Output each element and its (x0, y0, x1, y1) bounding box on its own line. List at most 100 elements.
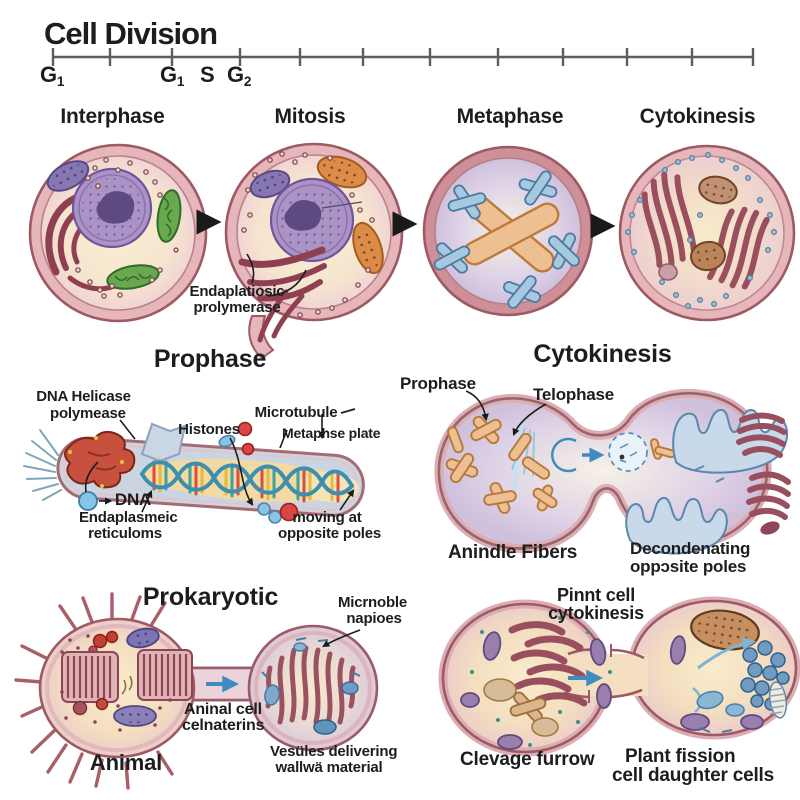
nucleolus (284, 200, 322, 231)
dna-bead (78, 491, 98, 511)
er-crescents-left-lobe (508, 621, 588, 707)
mitochondrion-purple (249, 169, 291, 199)
pointer-metaphase-plate (279, 429, 288, 449)
label-dna: DNA (114, 490, 152, 509)
dna-helix (140, 458, 354, 503)
label-moving-line1: moving at (292, 509, 362, 526)
membrane-comb-left (61, 651, 119, 703)
vesicle-dots-blue (624, 152, 777, 310)
vesicle-beads-bottom (257, 502, 299, 524)
striped-capsule (768, 681, 788, 719)
chromosomes-blue (433, 170, 580, 309)
daughter-cell-body (247, 624, 379, 752)
cell-cycle-timeline (51, 48, 755, 66)
animal-cell-body (38, 617, 196, 759)
label-microtubules-line2: napioes (346, 610, 402, 627)
pointer-bead (84, 461, 99, 493)
timeline-label-s: S (200, 62, 215, 87)
stage-heading-cytokinesis: Cytokinesis (639, 105, 756, 128)
er-squiggles (265, 645, 356, 727)
cytokinesis-dumbbell-illustration (434, 388, 791, 555)
pointer-er (141, 489, 153, 513)
label-plant-fission-line2: cell daughter cells (612, 765, 774, 786)
teal-granules (470, 616, 612, 747)
annotation-pointer-2 (246, 253, 255, 284)
label-animal-cell-line2: celnaterins (182, 717, 265, 734)
nucleoid-top (126, 627, 160, 649)
vesicle-dashed-circle (608, 432, 648, 472)
tan-blob-1 (483, 678, 517, 702)
er-left-group (641, 171, 698, 268)
nucleolus (96, 191, 135, 224)
prophase-dna-illustration (23, 408, 365, 524)
vesicle-brown-mid (690, 240, 726, 272)
organelle-dark (760, 521, 780, 535)
flagella-spikes (14, 592, 174, 790)
timeline-label-g2: G2 (227, 62, 252, 89)
label-vesicles-line1: Vesüles delivering (270, 743, 398, 760)
mitochondrion-green-right (156, 189, 182, 243)
timeline-label-g1a: G1 (40, 62, 65, 89)
red-inclusions (88, 630, 119, 655)
label-plant-fission-line1: Plant fission (625, 746, 736, 767)
label-er-line1: Endaplasmeic (79, 509, 178, 526)
label-vesicles-line2: wallwä material (275, 759, 383, 776)
granules-bottom (60, 690, 172, 732)
plant-heading-line1: Pinnt cell (556, 585, 636, 605)
plastids-purple (460, 631, 764, 750)
pointer-polymerase (119, 419, 136, 440)
vesicle-lightblue-2 (725, 703, 745, 717)
vesicle-blue-2 (341, 681, 359, 695)
er-right-group (706, 206, 770, 290)
cilia (23, 429, 62, 501)
vesicle-blue-1 (264, 684, 280, 706)
mitochondrion-orange-right (352, 221, 384, 275)
membrane-comb-right (137, 649, 193, 701)
microtubule-dash (340, 408, 356, 414)
membrane-comb-bottom (625, 497, 728, 555)
annotation-pointer-1 (267, 269, 307, 297)
label-er-line2: reticuloms (88, 525, 162, 542)
metaphase-cell-illustration (422, 145, 594, 317)
chromosome-orange-large (462, 195, 560, 273)
rotation-arc (551, 437, 577, 473)
label-moving-line2: opposite poles (278, 525, 382, 542)
plant-cytokinesis-illustration (438, 596, 800, 757)
er-fan (238, 246, 327, 343)
stage-heading-metaphase: Metaphase (456, 105, 564, 128)
nucleus (71, 167, 153, 249)
mitosis-annotation-line1: Endaplatiosic (189, 283, 285, 300)
label-prophase-pointer: Prophase (400, 374, 476, 393)
dna-polymerase-protein (64, 430, 136, 489)
label-spindle-fibers: Anindle Fibers (448, 542, 578, 563)
er-stack-right (746, 471, 791, 520)
prokaryotic-cells-illustration (14, 592, 379, 790)
vesicle-lightblue-1 (696, 690, 724, 710)
plant-heading-line2: cytokinesis (548, 603, 644, 623)
cytokinesis-cell-illustration (618, 144, 796, 322)
vesicle-blue-3 (313, 719, 337, 735)
label-microtubules-line1: Micrnoble (338, 594, 408, 611)
mitochondrion-purple (46, 160, 90, 192)
timeline-label-g1b: G1 (160, 62, 185, 89)
label-cleavage-furrow: Clevage furrow (460, 749, 595, 770)
vesicle-blue-4 (293, 642, 307, 652)
nucleus (269, 177, 363, 263)
label-metaphase-plate: Metaphse plate (282, 425, 381, 441)
label-microtubule: Microtubule (254, 404, 338, 421)
label-telophase-pointer: Telophase (533, 385, 615, 404)
cleavage-bridge (578, 654, 648, 696)
histone-beads (218, 421, 255, 456)
section-heading-cytokinesis: Cytokinesis (533, 340, 672, 368)
label-decondensing-line2: oppɔsite poles (630, 557, 747, 576)
vesicle-brown-top (698, 175, 738, 205)
mitochondrion-orange-top (316, 155, 368, 189)
label-dna-helicase: DNA Helicase (36, 388, 131, 405)
interphase-cell-illustration (28, 143, 208, 323)
tan-blob-2 (531, 717, 559, 737)
label-animal: Animal (89, 750, 163, 775)
stage-heading-interphase: Interphase (60, 105, 165, 128)
pointer-histones (229, 437, 254, 506)
